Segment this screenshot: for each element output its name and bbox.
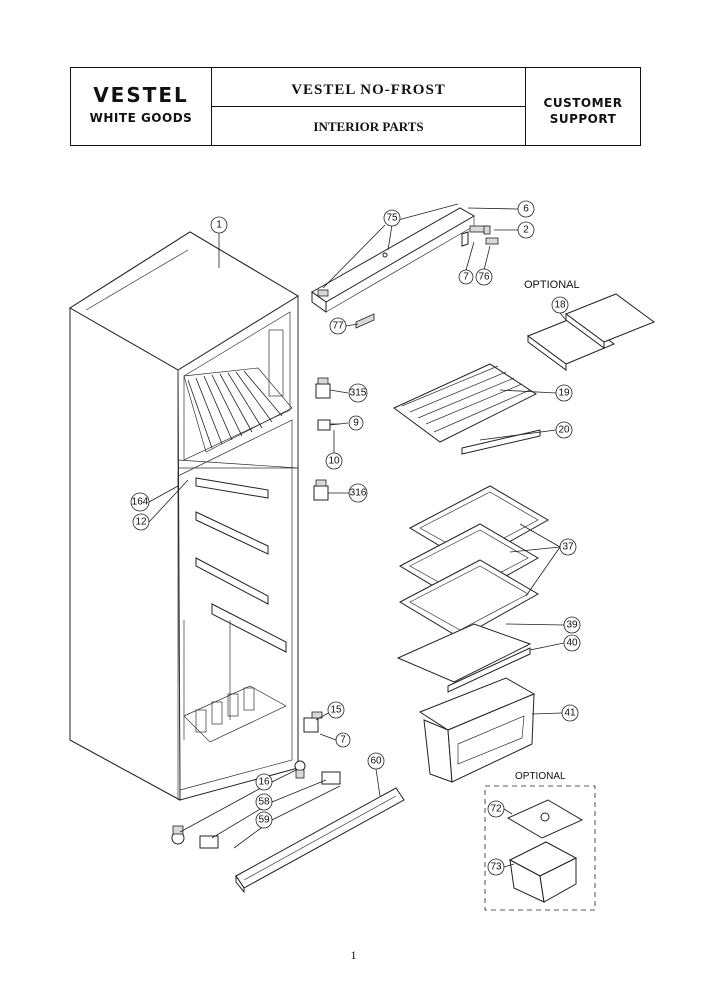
svg-text:59: 59	[258, 815, 270, 826]
callout-316: 316	[348, 483, 368, 503]
svg-text:75: 75	[386, 213, 398, 224]
callout-6: 6	[517, 200, 535, 218]
svg-text:58: 58	[258, 797, 270, 808]
svg-text:16: 16	[258, 777, 270, 788]
title-cell: VESTEL NO-FROST INTERIOR PARTS	[212, 68, 526, 145]
crisper-drawer	[418, 677, 536, 783]
svg-text:15: 15	[330, 705, 342, 716]
svg-text:77: 77	[332, 321, 344, 332]
callout-10: 10	[325, 452, 343, 470]
svg-text:6: 6	[523, 204, 529, 215]
callout-73: 73	[487, 858, 505, 876]
svg-text:40: 40	[566, 638, 578, 649]
callout-15: 15	[327, 701, 345, 719]
svg-text:37: 37	[562, 542, 574, 553]
svg-text:9: 9	[353, 418, 359, 429]
callout-58: 58	[255, 793, 273, 811]
callout-20: 20	[555, 421, 573, 439]
callout-7-lower: 7	[335, 732, 351, 748]
callout-315: 315	[348, 383, 368, 403]
leader-lines	[148, 203, 567, 868]
ice-trays	[526, 293, 656, 371]
callout-12: 12	[132, 513, 150, 531]
svg-text:72: 72	[490, 804, 502, 815]
glass-shelves	[398, 485, 550, 639]
support-cell: CUSTOMER SUPPORT	[526, 68, 640, 145]
title-block: VESTEL WHITE GOODS VESTEL NO-FROST INTER…	[70, 67, 641, 146]
thermostat-parts	[313, 377, 340, 501]
callout-7: 7	[458, 269, 474, 285]
svg-text:164: 164	[132, 497, 149, 508]
svg-text:12: 12	[135, 517, 147, 528]
support-line-1: CUSTOMER	[543, 96, 623, 110]
freezer-shelf-grid	[183, 367, 293, 453]
crisper-floor	[183, 685, 287, 743]
svg-text:7: 7	[340, 735, 346, 746]
top-cover-rail	[311, 207, 476, 313]
freezer-shelf	[393, 363, 541, 455]
callout-18: 18	[551, 296, 569, 314]
optional-label-box: OPTIONAL	[515, 771, 566, 782]
svg-text:10: 10	[328, 456, 340, 467]
fridge-cabinet	[69, 231, 299, 801]
crisper-cover	[396, 623, 532, 693]
support-label: CUSTOMER SUPPORT	[526, 95, 640, 127]
callout-39: 39	[563, 616, 581, 634]
callout-164: 164	[130, 492, 150, 512]
svg-text:19: 19	[558, 388, 570, 399]
callout-76: 76	[475, 268, 493, 286]
svg-text:76: 76	[478, 272, 490, 283]
callout-19: 19	[555, 384, 573, 402]
svg-text:39: 39	[566, 620, 578, 631]
callout-77: 77	[329, 317, 347, 335]
callout-2: 2	[517, 221, 535, 239]
optional-box	[484, 785, 596, 911]
svg-text:1: 1	[216, 220, 222, 231]
callout-41: 41	[561, 704, 579, 722]
callout-59: 59	[255, 811, 273, 829]
small-brackets	[355, 225, 499, 329]
document-subtitle: INTERIOR PARTS	[313, 119, 424, 134]
svg-text:60: 60	[370, 756, 382, 767]
svg-text:7: 7	[463, 272, 469, 283]
callout-40: 40	[563, 634, 581, 652]
callout-37: 37	[559, 538, 577, 556]
callout-16: 16	[255, 773, 273, 791]
fridge-rails	[183, 477, 287, 740]
svg-text:41: 41	[564, 708, 576, 719]
svg-text:316: 316	[350, 488, 367, 499]
svg-text:73: 73	[490, 862, 502, 873]
document-title: VESTEL NO-FROST	[212, 68, 525, 107]
callout-1: 1	[210, 216, 228, 234]
hinge-parts	[303, 711, 323, 733]
optional-label-ice-trays: OPTIONAL	[524, 279, 580, 291]
callout-60: 60	[367, 752, 385, 770]
svg-text:2: 2	[523, 225, 529, 236]
callout-9: 9	[348, 415, 364, 431]
svg-text:20: 20	[558, 425, 570, 436]
bottom-parts	[171, 760, 405, 894]
svg-text:315: 315	[350, 388, 367, 399]
callout-75: 75	[383, 209, 401, 227]
svg-text:18: 18	[554, 300, 566, 311]
page-number: 1	[350, 948, 357, 962]
brand-name: VESTEL	[93, 83, 189, 107]
support-line-2: SUPPORT	[549, 112, 617, 126]
brand-subtitle: WHITE GOODS	[89, 111, 193, 125]
callout-72: 72	[487, 800, 505, 818]
brand-cell: VESTEL WHITE GOODS	[71, 68, 212, 145]
